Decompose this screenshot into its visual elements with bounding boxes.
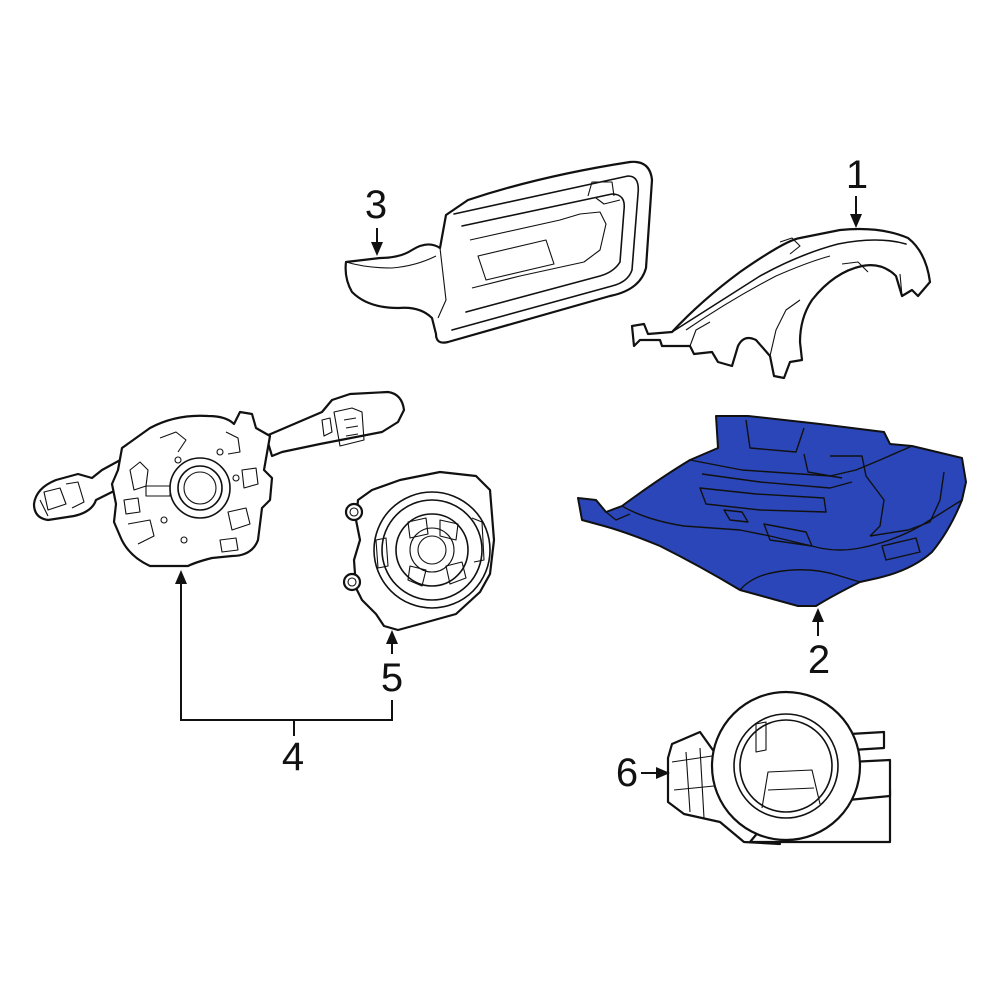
part-2-lower-trim-panel: [577, 415, 967, 607]
callout-1: 1: [845, 153, 869, 197]
part-4-multifunction-switch: [32, 390, 406, 568]
part-1-lower-shroud: [630, 227, 932, 380]
part-5-clock-spring: [342, 470, 496, 632]
callout-2: 2: [807, 638, 831, 682]
part-3-upper-shroud: [344, 160, 654, 344]
callout-5: 5: [380, 656, 404, 700]
leader-lines: [175, 196, 862, 779]
callout-6: 6: [615, 751, 639, 795]
callout-4: 4: [281, 735, 305, 779]
callout-3: 3: [364, 183, 388, 227]
part-6-lock-ring: [666, 690, 892, 846]
